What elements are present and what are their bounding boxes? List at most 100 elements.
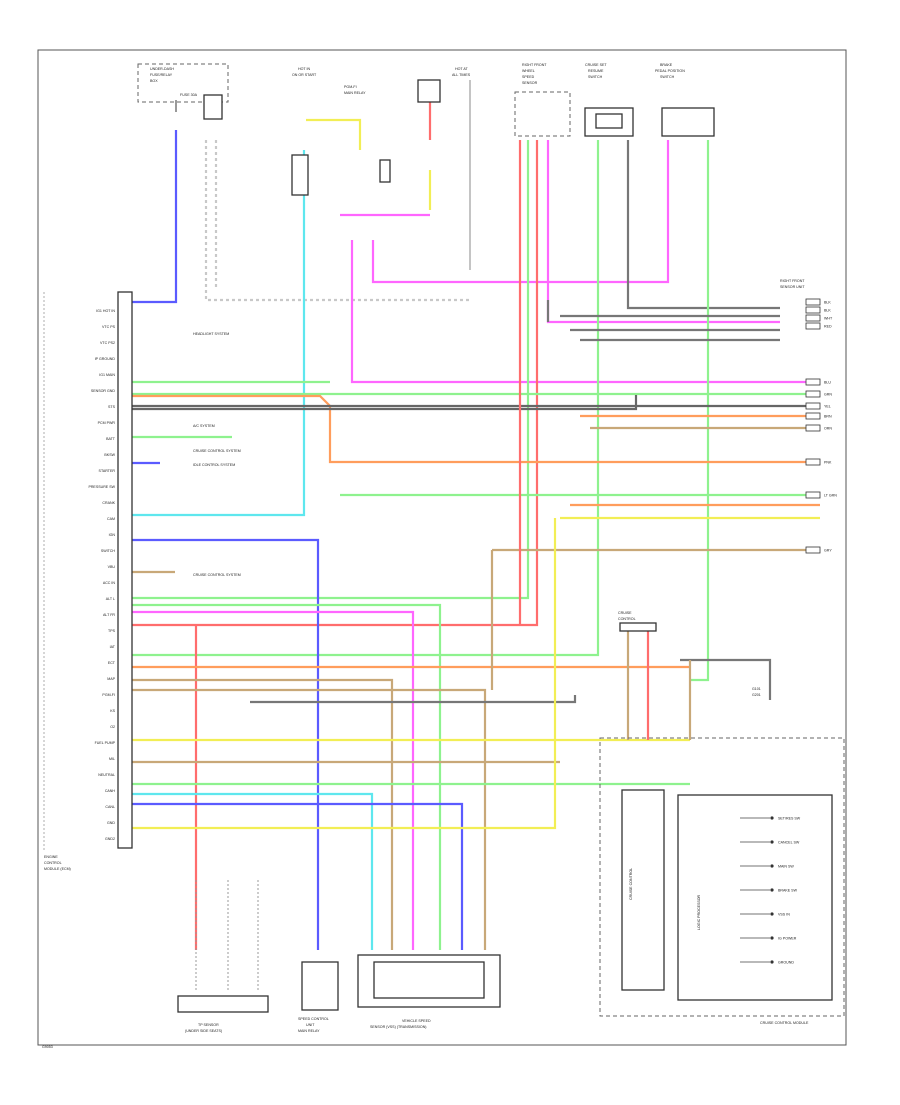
right-connector-pin	[805, 458, 821, 466]
cruise-pin-dot	[770, 912, 774, 916]
ecm-pin-label: CANL	[105, 805, 115, 809]
wire-gry-dotted-1	[204, 140, 470, 302]
wire-gry-gnd	[680, 658, 772, 700]
ecm-pin-label: IP GROUND	[95, 357, 116, 361]
cruise-pin-dot	[770, 936, 774, 940]
hot-at-all-label-2: ALL TIMES	[452, 73, 471, 77]
right-connector-pin	[805, 491, 821, 499]
speed-control-label-1: SPEED CONTROL	[298, 1017, 329, 1021]
ecm-pin-label: IGN	[109, 533, 116, 537]
wire-grn-brake	[690, 140, 710, 682]
vss-inner	[373, 961, 485, 999]
wire-pnk-sensor	[546, 140, 780, 324]
vss-label-1: VEHICLE SPEED	[402, 1019, 431, 1023]
ecm-pin-label: VTC PS	[102, 325, 116, 329]
cruise-connector-label-1: CRUISE	[618, 611, 632, 615]
ecm-pin-label: MAP	[107, 677, 115, 681]
cruise-pin-dot	[770, 960, 774, 964]
cruise-switch-inner	[595, 113, 623, 129]
wire-yel-relay	[306, 118, 362, 150]
right-connector-label: ORN	[824, 427, 832, 431]
ecm-pin-label: CRANK	[102, 501, 115, 505]
system-notes: HEADLIGHT SYSTEM A/C SYSTEM CRUISE CONTR…	[193, 332, 241, 577]
main-relay-label-2: MAIN RELAY	[344, 91, 366, 95]
cruise-pin-label: CANCEL SW	[778, 841, 800, 845]
right-sensor-label-1: RIGHT FRONT	[522, 63, 547, 67]
fuse-rating: FUSE 30A	[180, 93, 198, 97]
vss-label-2: SENSOR (VSS) (TRANSMISSION)	[370, 1025, 427, 1029]
ecm-pin-label: FUEL PUMP	[95, 741, 116, 745]
brake-switch-label-1: BRAKE	[660, 63, 673, 67]
main-relay-coil	[379, 159, 391, 183]
hot-at-all-label-1: HOT AT	[455, 67, 468, 71]
wire-gry-l1	[250, 695, 577, 704]
wire-lt-blu	[130, 150, 306, 517]
cruise-connector-body	[619, 622, 657, 632]
brake-switch-label-3: SWITCH	[660, 75, 675, 79]
wire-blu-speed	[130, 538, 320, 950]
right-connector-pin	[805, 298, 821, 306]
cruise-pin-label: IG POWER	[778, 937, 797, 941]
wire-brn-l1	[130, 678, 394, 950]
ecm-pin-label: BATT	[106, 437, 116, 441]
right-connector-label: GRN	[824, 393, 832, 397]
ecm-pin-label: SWITCH	[101, 549, 116, 553]
cruise-inner-label: CRUISE CONTROL	[629, 868, 633, 900]
speed-control-label-2: UNIT	[306, 1023, 315, 1027]
wire-pnk-vss	[130, 610, 415, 950]
note-cruise-2: CRUISE CONTROL SYSTEM	[193, 573, 241, 577]
note-ac: A/C SYSTEM	[193, 424, 215, 428]
ecm-pin-label: PGM-FI	[102, 693, 115, 697]
tp-sensor-body	[177, 995, 269, 1013]
ig-relay-body	[291, 154, 309, 196]
cruise-switch: CRUISE SET RESUME SWITCH	[584, 63, 634, 137]
wire-grn-vss	[130, 603, 442, 950]
ecm-pin-label: STARTER	[99, 469, 116, 473]
cruise-pin-dot	[770, 816, 774, 820]
ground-label-1: G101	[752, 687, 761, 691]
cruise-pin-dot	[770, 888, 774, 892]
right-connector-label: BLK	[824, 309, 831, 313]
ecm-pin-label: KS	[110, 709, 115, 713]
right-connector-label: RED	[824, 325, 832, 329]
ecm-pin-label: BKSW	[104, 453, 115, 457]
cruise-switch-label-3: SWITCH	[588, 75, 603, 79]
main-relay-body	[417, 79, 441, 103]
ecm-pin-label: SENSOR GND	[91, 389, 116, 393]
tp-sensor: TP SENSOR (UNDER SIDE SEATS)	[177, 880, 269, 1033]
right-connector-label: BLU	[824, 381, 831, 385]
wire-blu-power	[130, 130, 178, 304]
right-connector-pin	[805, 322, 821, 330]
cruise-module-title: CRUISE CONTROL MODULE	[760, 1021, 809, 1025]
ecm-pin-label: NEUTRAL	[98, 773, 115, 777]
right-connector-pin	[805, 402, 821, 410]
wire-gry-h2	[130, 395, 638, 411]
cruise-module-outline	[599, 737, 845, 1017]
ecm-pin-label: ECT	[108, 661, 116, 665]
main-relay-label-1: PGM-FI	[344, 85, 357, 89]
wires	[130, 100, 820, 950]
footer-code: G9053	[42, 1045, 53, 1049]
ecm-pin-label: MIL	[109, 757, 115, 761]
brake-switch: BRAKE PEDAL POSITION SWITCH	[655, 63, 715, 137]
right-connector-pin	[805, 378, 821, 386]
cruise-control-module: CRUISE CONTROL LOGIC PROCESSOR SET/RES S…	[599, 611, 845, 1025]
fuse-box-relay	[203, 94, 223, 120]
wire-blu-l	[130, 802, 464, 950]
fuse-box: UNDER-DASH FUSE/RELAY BOX FUSE 30A	[137, 63, 229, 120]
ecm-pin-label: GND	[107, 821, 115, 825]
right-connector-label: PNK	[824, 461, 832, 465]
fuse-box-label-2: FUSE/RELAY	[150, 73, 173, 77]
ecm-pin-label: PCM PWR	[98, 421, 116, 425]
right-connector-label: BLK	[824, 301, 831, 305]
ecm-pin-label: STS	[108, 405, 116, 409]
hot-at-all: HOT AT ALL TIMES	[452, 67, 471, 270]
ig-relay-label-2: ON OR START	[292, 73, 317, 77]
ecm-pin-label: IG1 HOT IN	[96, 309, 115, 313]
fuse-box-outline	[137, 63, 229, 103]
ecm-pin-label: VBU	[108, 565, 116, 569]
